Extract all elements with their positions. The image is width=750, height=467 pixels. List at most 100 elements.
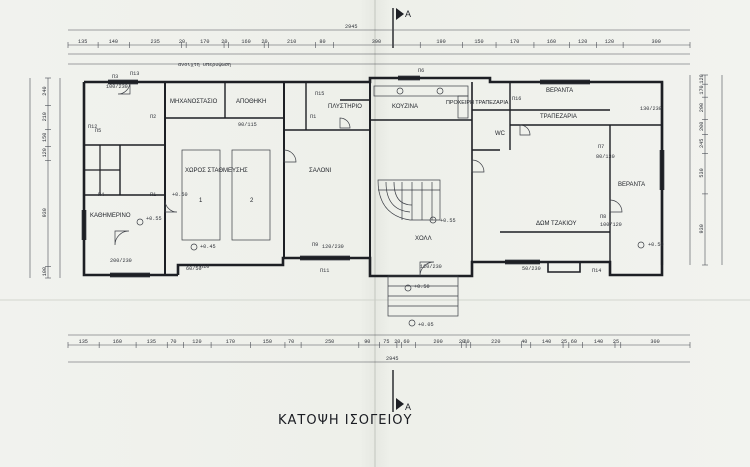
dimension-value: 20 [394,339,400,345]
section-marker-bottom: A [392,370,411,412]
room-label-machine-room: ΜΗΧΑΝΟΣΤΑΣΙΟ [170,99,218,105]
dimension-value: 170 [510,39,519,45]
dimension-value: 100 [42,267,48,276]
dimension-value: 245 [699,139,705,148]
window-code: Π11 [320,268,329,274]
dimension-value: 135 [79,339,88,345]
dimension-value: 140 [594,339,603,345]
window-code: Π10 [200,264,209,270]
level-symbol [136,218,144,226]
level-right: +0.50 [648,242,664,248]
room-label-wc: WC [495,131,506,137]
dimension-value: 40 [521,339,527,345]
window-codes: Π3Π2Π5Π1Π4Π6Π1Π12Π7Π8Π9Π10Π11Π13Π14Π15Π1… [88,68,662,274]
bay-window [547,262,581,273]
dimension-value: 150 [474,39,483,45]
dimension-value: 120 [699,74,705,83]
room-label-fireplace-room: ΔΩΜ ΤΖΑΚΙΟΥ [536,221,577,227]
room-label-storage: ΑΠΟΘΗΚΗ [236,99,266,105]
window-code: Π2 [150,114,156,120]
window-code: Π6 [418,68,424,74]
section-marker-top: A [392,8,411,48]
level-entrance: +0.50 [414,284,430,290]
kitchen-counter [373,85,469,119]
level-symbol [190,243,198,251]
level-symbol [637,241,645,249]
room-label-parking: ΧΩΡΟΣ ΣΤΑΘΜΕΥΣΗΣ [185,168,248,174]
dimension-value: 170 [699,85,705,94]
dimension-value: 80 [319,39,325,45]
room-label-veranda-top: ΒΕΡΑΝΤΑ [546,88,573,94]
dimension-value: 140 [109,39,118,45]
window-size: 80/130 [596,154,615,160]
window-size: 100/230 [106,84,128,90]
total-width-bottom: 2945 [386,356,398,362]
exterior-walls [82,76,664,278]
section-label-bottom: A [405,402,411,412]
window-size: 90/115 [238,122,257,128]
window-code: Π3 [112,74,118,80]
window-code: Π4 [98,192,104,198]
level-parking-left: +0.50 [172,192,188,198]
room-label-living-room: ΣΑΛΟΝΙ [309,168,332,174]
window-size: 60/50 [186,266,202,272]
dimension-value: 170 [200,39,209,45]
entrance-steps [387,275,459,317]
dimension-value: 20 [261,39,267,45]
dimension-value: 70 [170,339,176,345]
dimension-value: 930 [699,224,705,233]
window-code: Π5 [95,128,101,134]
dimension-value: 290 [699,103,705,112]
window-code: Π1 [310,114,316,120]
level-symbol [404,284,412,292]
dimension-value: 390 [372,39,381,45]
window-size: 120/230 [420,264,442,270]
dimension-value: 140 [542,339,551,345]
dimension-value: 20 [179,39,185,45]
dimension-value: 75 [383,339,389,345]
dimension-value: 20 [221,39,227,45]
level-symbol [408,319,416,327]
total-width-top: 2945 [345,24,357,30]
parking-bay-2-label: 2 [250,198,254,204]
section-label-top: A [405,9,411,19]
dimension-value: 210 [287,39,296,45]
window-code: Π13 [130,71,139,77]
window-size: 100/120 [600,222,622,228]
room-label-breakfast-room: ΠΡΟΧΕΙΡΗ ΤΡΑΠΕΖΑΡΙΑ [446,100,509,106]
dimension-value: 220 [491,339,500,345]
top-dimension-lines: 2945 [68,24,690,65]
level-family-room: +0.55 [146,216,162,222]
window-openings [81,75,665,278]
staircase [377,179,441,221]
dimension-value: 160 [113,339,122,345]
parking-bay-1-label: 1 [199,198,203,204]
dimension-value: 300 [652,39,661,45]
window-code: Π7 [598,144,604,150]
window-code: Π15 [315,91,324,97]
dimension-value: 160 [547,39,556,45]
drawing-title: ΚΑΤΟΨΗ ΙΣΟΓΕΙΟΥ [278,413,412,428]
room-label-kitchen: ΚΟΥΖΙΝΑ [392,104,418,110]
window-code: Π14 [592,268,601,274]
dimension-value: 930 [42,208,48,217]
dimension-value: 120 [578,39,587,45]
dimension-value: 200 [699,122,705,131]
dimension-value: 200 [433,339,442,345]
room-label-veranda-right: ΒΕΡΑΝΤΑ [618,182,645,188]
window-size: 130/230 [640,106,662,112]
room-label-laundry: ΠΛΥΣΤΗΡΙΟ [328,104,362,110]
left-dimension-lines [29,78,61,278]
dimension-value: 150 [42,133,48,142]
dimension-value: 250 [325,339,334,345]
window-code: Π9 [312,242,318,248]
dimension-value: 530 [699,168,705,177]
dimension-value: 150 [263,339,272,345]
dimension-value: 160 [241,39,250,45]
dimension-value: 120 [42,148,48,157]
dimension-value: 135 [147,339,156,345]
dimension-value: 70 [288,339,294,345]
